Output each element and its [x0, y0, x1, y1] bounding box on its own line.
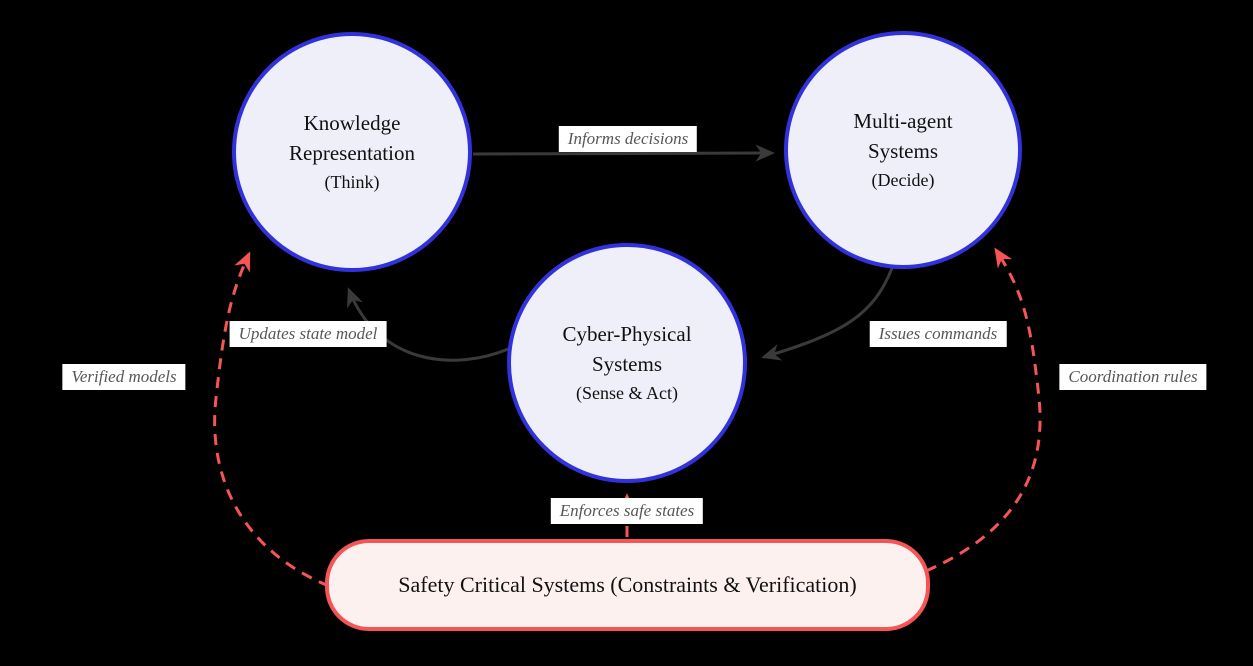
- node-sublabel: (Sense & Act): [576, 383, 678, 403]
- arrow-updates-state-model: [347, 287, 514, 362]
- arrow-issues-commands: [761, 267, 894, 361]
- safety-box-label: Safety Critical Systems (Constraints & V…: [398, 572, 857, 597]
- node-sublabel: (Think): [324, 172, 380, 192]
- node-sublabel: (Decide): [871, 170, 935, 190]
- node-knowledge-representation: Knowledge Representation (Think): [232, 32, 472, 272]
- edge-label-enforces-safe-states: Enforces safe states: [550, 498, 704, 524]
- node-multi-agent-systems: Multi-agent Systems (Decide): [784, 31, 1022, 269]
- edge-label-informs-decisions: Informs decisions: [558, 126, 698, 152]
- node-label-line: Systems: [591, 352, 662, 376]
- edge-label-coordination-rules: Coordination rules: [1059, 364, 1207, 390]
- node-label-line: Cyber-Physical: [562, 322, 692, 346]
- edge-label-verified-models: Verified models: [62, 364, 186, 390]
- arrow-verified-models: [213, 251, 330, 588]
- edge-label-issues-commands: Issues commands: [869, 321, 1007, 347]
- node-label-line: Multi-agent: [853, 109, 953, 133]
- node-label-line: Knowledge: [303, 111, 401, 135]
- node-label-line: Systems: [867, 139, 938, 163]
- node-cyber-physical-systems: Cyber-Physical Systems (Sense & Act): [507, 243, 747, 483]
- arrow-coordination-rules: [925, 247, 1042, 573]
- arrow-informs-decisions: [472, 144, 775, 162]
- edge-label-updates-state-model: Updates state model: [229, 321, 387, 347]
- node-label-line: Representation: [289, 141, 415, 165]
- node-safety-critical-systems: Safety Critical Systems (Constraints & V…: [325, 539, 930, 631]
